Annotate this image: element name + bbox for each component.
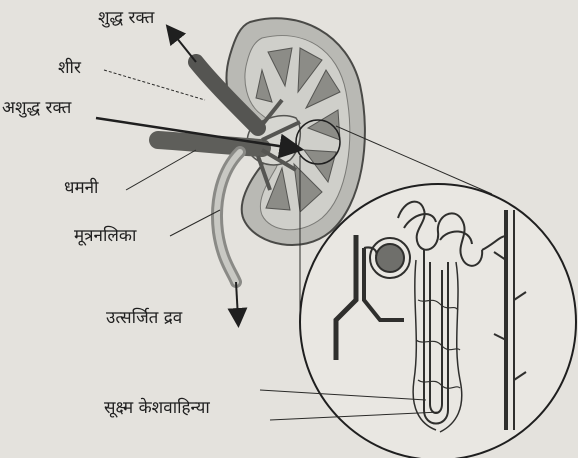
vein-leader [104, 70, 205, 100]
label-excreted-fluid: उत्सर्जित द्रव [106, 310, 182, 327]
label-pure-blood: शुद्ध रक्त [98, 10, 154, 27]
label-artery: धमनी [64, 180, 98, 197]
label-vein: शीर [58, 60, 81, 77]
label-capillaries: सूक्ष्म केशवाहिन्या [104, 400, 210, 417]
pure-blood-arrow [172, 32, 196, 62]
label-ureter: मूत्रनलिका [74, 228, 136, 245]
artery-leader [126, 150, 196, 190]
label-impure-blood: अशुद्ध रक्त [2, 100, 71, 117]
